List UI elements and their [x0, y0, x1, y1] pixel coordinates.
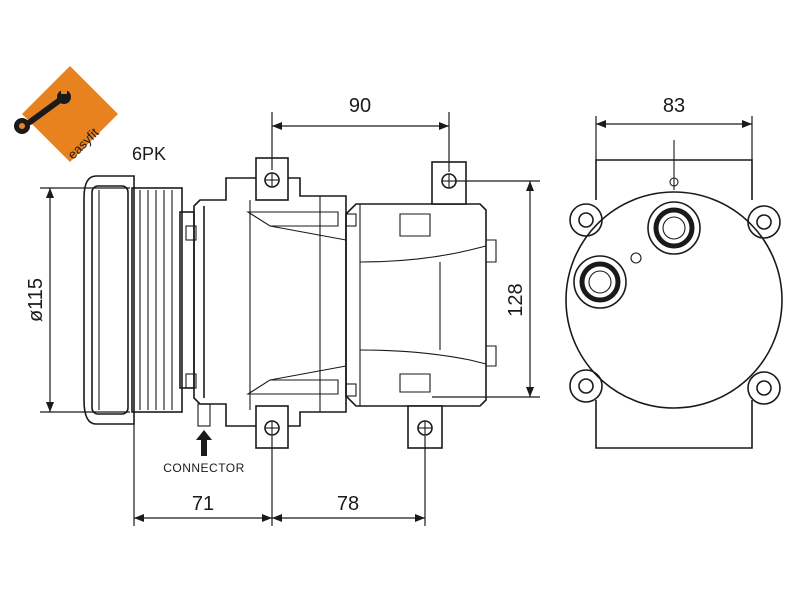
- dim-71-label: 71: [192, 493, 214, 515]
- compressor-body: [185, 177, 497, 427]
- dim-83-label: 83: [663, 95, 685, 117]
- dim-90-label: 90: [349, 95, 371, 117]
- port-lower: [573, 255, 627, 309]
- up-arrow-icon: [196, 430, 212, 456]
- dim-top-bolt-spacing: 90: [271, 95, 450, 172]
- easyfit-logo: easyfit: [14, 66, 118, 162]
- pulley: [83, 175, 195, 425]
- dim-end-view-width: 83: [595, 95, 753, 160]
- dim-128-label: 128: [505, 283, 527, 316]
- dim-height: 128: [432, 180, 540, 398]
- dim-bottom: 71 78: [133, 424, 426, 526]
- belt-type-label: 6PK: [132, 144, 166, 164]
- dim-78-label: 78: [337, 493, 359, 515]
- end-view: [565, 140, 783, 449]
- wrench-icon: [14, 88, 71, 134]
- dim-pulley-diameter: ø115: [25, 187, 130, 413]
- connector-label: CONNECTOR: [163, 461, 245, 475]
- dim-diameter-label: ø115: [25, 278, 47, 322]
- logo-diamond: [22, 66, 118, 162]
- connector-callout: CONNECTOR: [163, 403, 245, 475]
- port-upper: [647, 201, 701, 255]
